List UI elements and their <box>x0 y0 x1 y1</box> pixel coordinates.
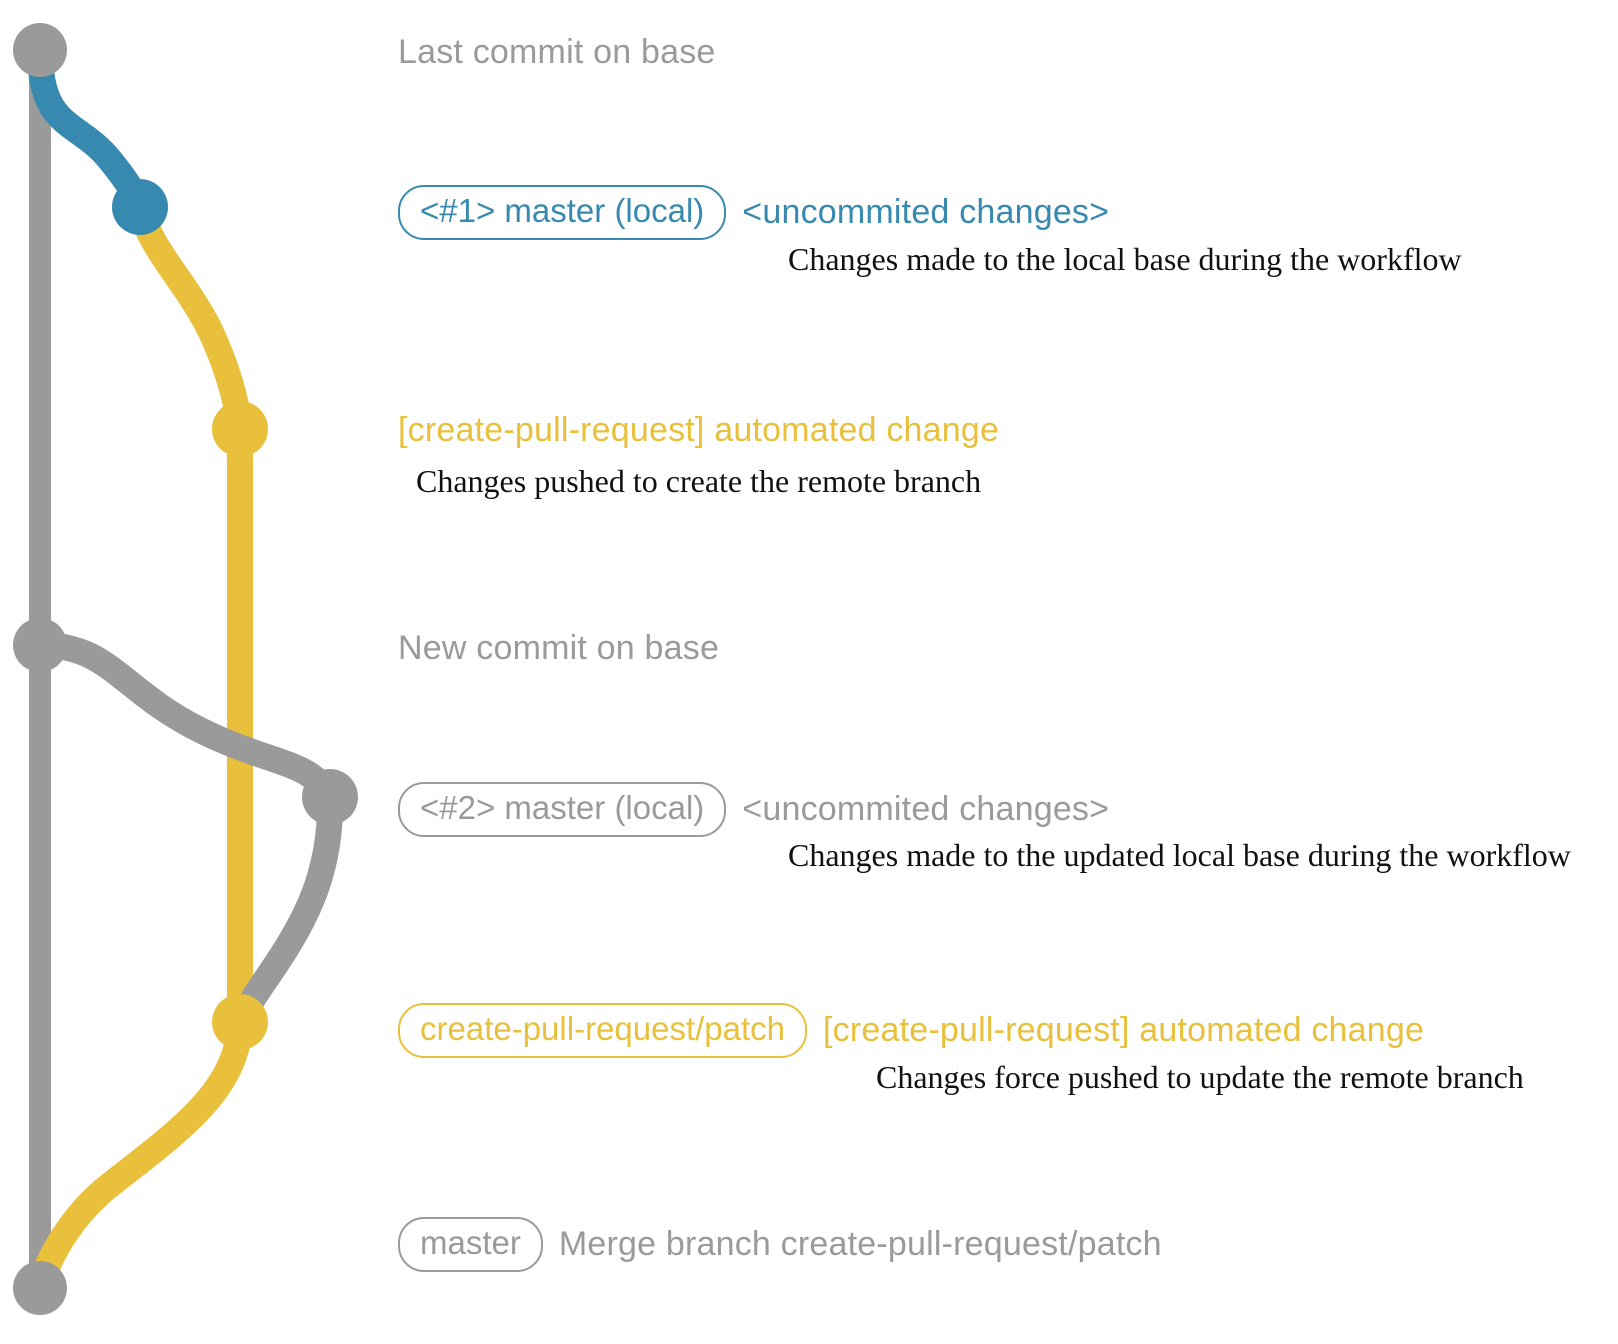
commit-message-master-local-2: <uncommited changes> <box>742 789 1110 828</box>
commit-node-base-head[interactable] <box>13 23 67 77</box>
description-automated-change-2: Changes force pushed to update the remot… <box>876 1059 1524 1095</box>
commit-message-new-commit-on-base: New commit on base <box>398 629 720 667</box>
commit-message-merge: Merge branch create-pull-request/patch <box>558 1224 1162 1263</box>
commit-message-master-local-1: <uncommited changes> <box>742 192 1110 231</box>
commit-node-local-2[interactable] <box>302 769 358 825</box>
description-master-local-1: Changes made to the local base during th… <box>788 241 1462 277</box>
commit-message-last-commit-on-base: Last commit on base <box>398 33 716 71</box>
branch-badge-master-local-1[interactable]: <#1> master (local) <box>398 185 727 240</box>
row-merge-commit: master Merge branch create-pull-request/… <box>398 1217 1162 1272</box>
description-automated-change-1: Changes pushed to create the remote bran… <box>416 463 982 499</box>
row-last-commit-on-base: Last commit on base <box>398 33 716 72</box>
commit-node-patch-2[interactable] <box>212 994 268 1050</box>
commit-message-automated-change-2: [create-pull-request] automated change <box>823 1010 1425 1049</box>
row-new-commit-on-base: New commit on base <box>398 629 719 668</box>
branch-badge-master-local-2[interactable]: <#2> master (local) <box>398 782 727 837</box>
commit-node-base-new[interactable] <box>13 618 67 672</box>
row-automated-change-2: create-pull-request/patch [create-pull-r… <box>398 1003 1424 1058</box>
commit-message-automated-change-1: [create-pull-request] automated change <box>398 411 1000 449</box>
branch-badge-create-pull-request-patch[interactable]: create-pull-request/patch <box>398 1003 808 1058</box>
row-master-local-2: <#2> master (local) <uncommited changes> <box>398 782 1109 837</box>
commit-node-merge[interactable] <box>13 1261 67 1315</box>
patch-to-merge-line <box>27 1009 253 1301</box>
local-branch-line-2 <box>27 632 343 810</box>
description-master-local-2: Changes made to the updated local base d… <box>788 837 1571 873</box>
row-automated-change-1: [create-pull-request] automated change <box>398 411 999 450</box>
branch-badge-master[interactable]: master <box>398 1217 543 1272</box>
commit-node-patch-1[interactable] <box>212 401 268 457</box>
row-master-local-1: <#1> master (local) <uncommited changes> <box>398 185 1109 240</box>
commit-node-local-1[interactable] <box>112 179 168 235</box>
